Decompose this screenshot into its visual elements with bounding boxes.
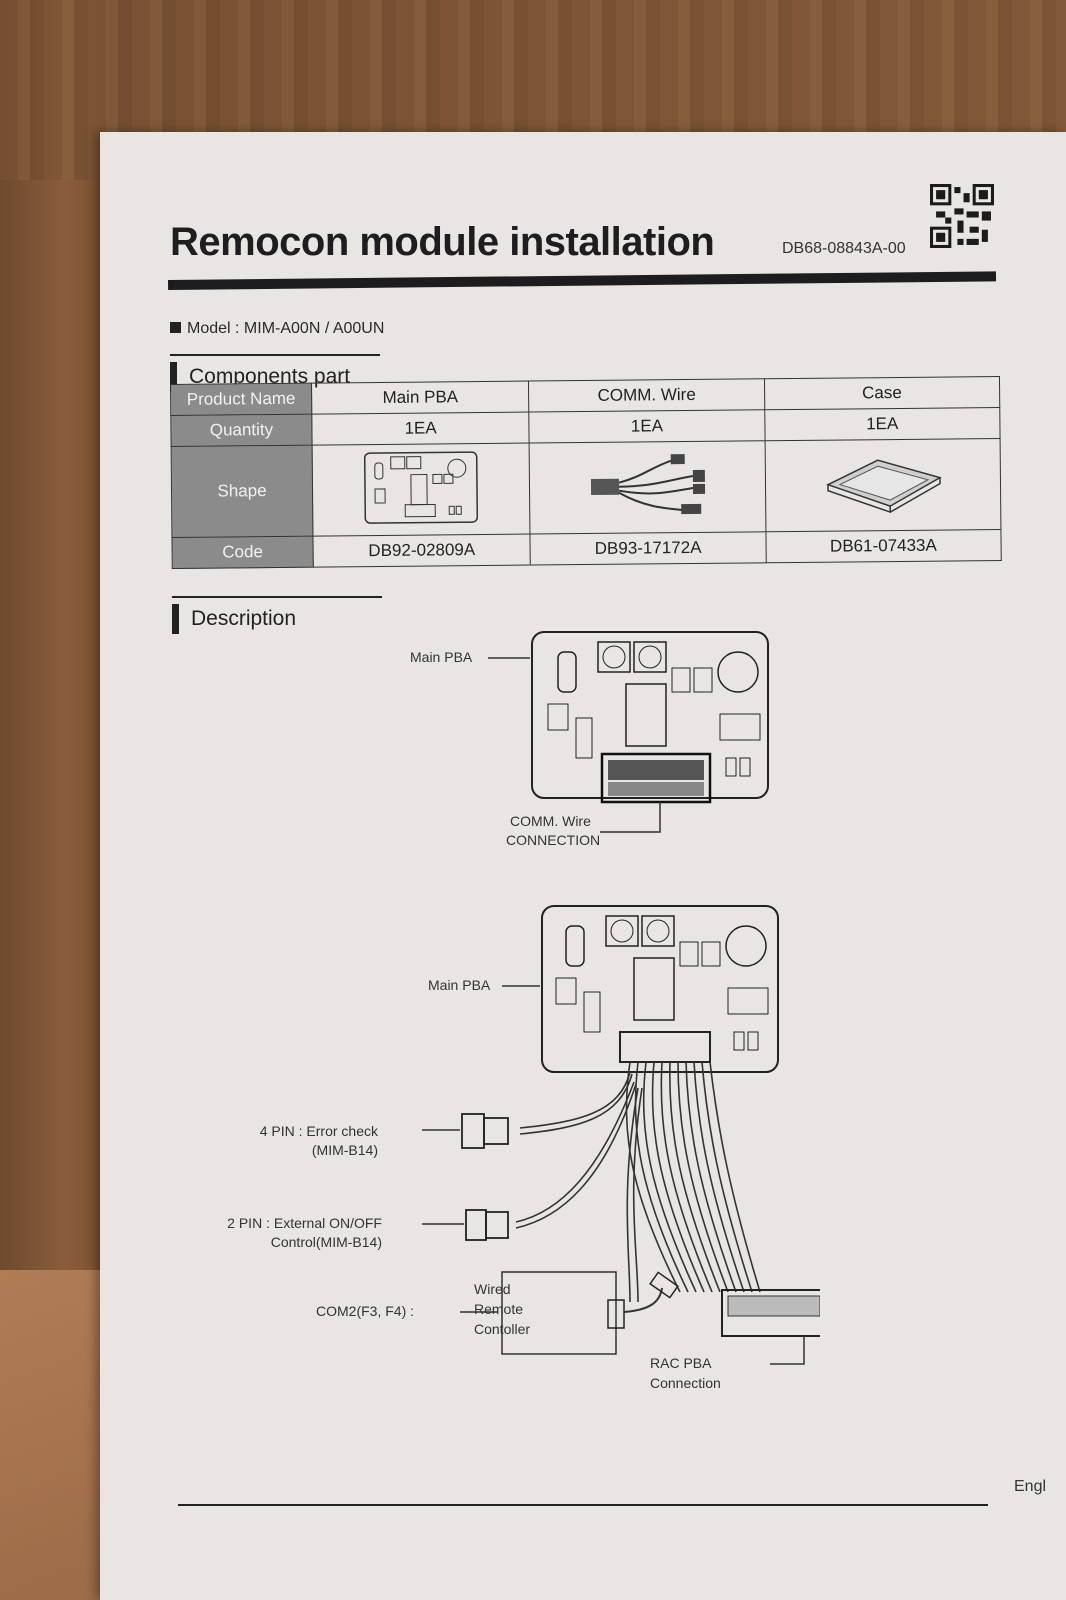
remote-label-line1: Wired: [474, 1281, 511, 1297]
qr-code-icon: [930, 184, 994, 248]
shape-cell: [764, 438, 1001, 532]
wiring-diagram: [422, 905, 820, 1365]
remote-label-line2: Remote: [474, 1301, 524, 1317]
rac-label-line1: RAC PBA: [650, 1355, 712, 1371]
main-pba-label-2: Main PBA: [428, 977, 491, 993]
instruction-sheet: Remocon module installation DB68-08843A-…: [100, 132, 1066, 1600]
pin2-label-line1: 2 PIN : External ON/OFF: [227, 1215, 382, 1231]
rac-label-line2: Connection: [650, 1375, 721, 1391]
wire-harness-icon: [590, 453, 705, 514]
case-tray-icon: [825, 458, 942, 513]
shape-cell: [529, 440, 766, 535]
components-table: Product Name Main PBA COMM. Wire Case Qu…: [170, 376, 1002, 569]
comm-wire-label-line1: COMM. Wire: [510, 813, 591, 829]
remote-label-line3: Contoller: [474, 1321, 531, 1337]
description-diagrams: Main PBA COMM. Wire CONNECTION Main PBA: [100, 132, 1066, 1600]
bullet-square-icon: [170, 322, 181, 333]
shape-cell: [312, 443, 531, 537]
comm-wire-label-line2: CONNECTION: [506, 832, 601, 848]
footer-language: Engl: [1014, 1478, 1047, 1495]
table-row: Shape: [171, 438, 1001, 538]
description-heading: Description: [172, 596, 383, 634]
pin2-label-line2: Control(MIM-B14): [270, 1234, 382, 1250]
components-heading: Components part: [170, 354, 381, 392]
document-code: DB68-08843A-00: [782, 240, 906, 257]
pin4-label-line1: 4 PIN : Error check: [259, 1123, 378, 1139]
main-pba-diagram-1: [488, 631, 769, 833]
document-title: Remocon module installation: [170, 220, 715, 264]
main-pba-label-1: Main PBA: [410, 649, 473, 665]
pcb-board-icon: [364, 450, 479, 524]
pin4-label-line2: (MIM-B14): [311, 1142, 378, 1158]
com2-label: COM2(F3, F4) :: [316, 1303, 415, 1319]
shelf-surface: [0, 1270, 110, 1600]
model-line: Model : MIM-A00N / A00UN: [170, 320, 384, 338]
model-text: Model : MIM-A00N / A00UN: [187, 320, 385, 337]
footer-rule: [178, 1504, 988, 1506]
